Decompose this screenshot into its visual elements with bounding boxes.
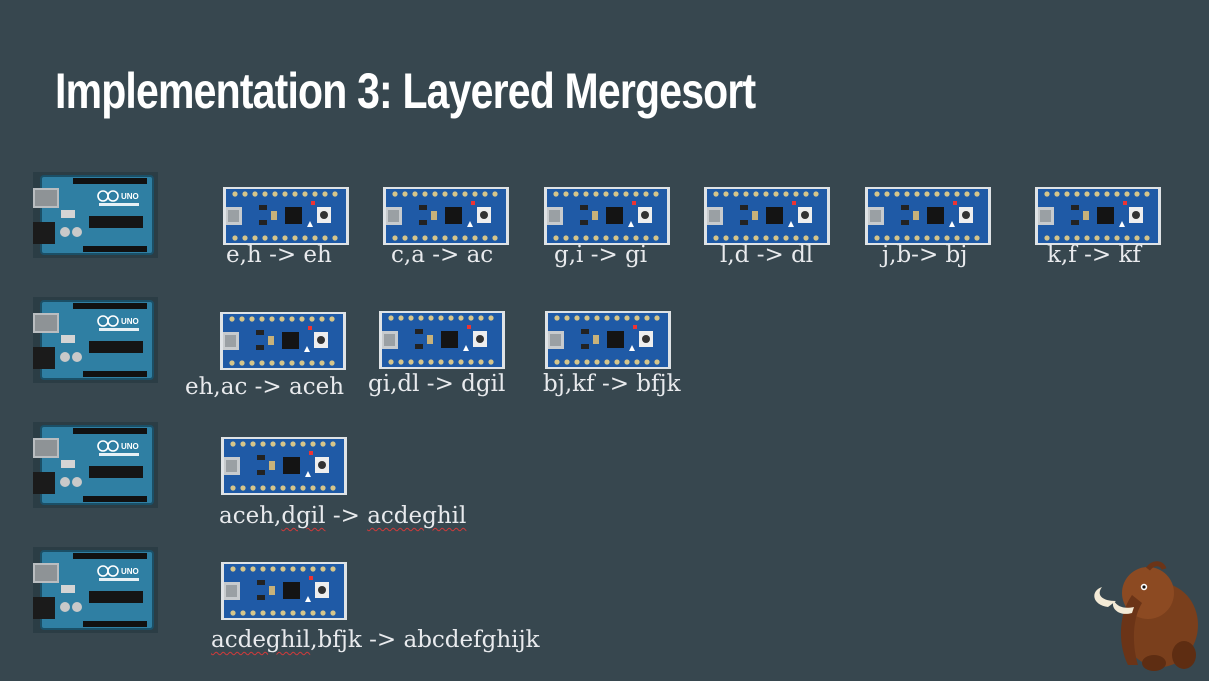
pro-trinket-icon	[220, 312, 346, 370]
arduino-uno-icon	[33, 297, 158, 383]
page-title: Implementation 3: Layered Mergesort	[55, 63, 756, 119]
merge-label: aceh,dgil -> acdeghil	[219, 503, 467, 529]
pro-trinket-icon	[221, 562, 347, 620]
merge-label: eh,ac -> aceh	[185, 374, 345, 400]
merge-label: l,d -> dl	[720, 242, 814, 268]
arduino-uno-icon	[33, 172, 158, 258]
pro-trinket-icon	[383, 187, 509, 245]
pro-trinket-icon	[865, 187, 991, 245]
merge-label: k,f -> kf	[1047, 242, 1141, 268]
merge-label: acdeghil,bfjk -> abcdefghijk	[211, 627, 540, 653]
arduino-uno-icon	[33, 422, 158, 508]
pro-trinket-icon	[1035, 187, 1161, 245]
merge-label: c,a -> ac	[391, 242, 494, 268]
mammoth-icon	[1088, 555, 1200, 673]
merge-label: gi,dl -> dgil	[368, 371, 506, 397]
pro-trinket-icon	[704, 187, 830, 245]
merge-label: e,h -> eh	[226, 242, 332, 268]
pro-trinket-icon	[544, 187, 670, 245]
merge-label: bj,kf -> bfjk	[543, 371, 681, 397]
pro-trinket-icon	[379, 311, 505, 369]
pro-trinket-icon	[223, 187, 349, 245]
merge-label: g,i -> gi	[554, 242, 648, 268]
merge-label: j,b-> bj	[882, 242, 968, 268]
arduino-uno-icon	[33, 547, 158, 633]
pro-trinket-icon	[221, 437, 347, 495]
pro-trinket-icon	[545, 311, 671, 369]
